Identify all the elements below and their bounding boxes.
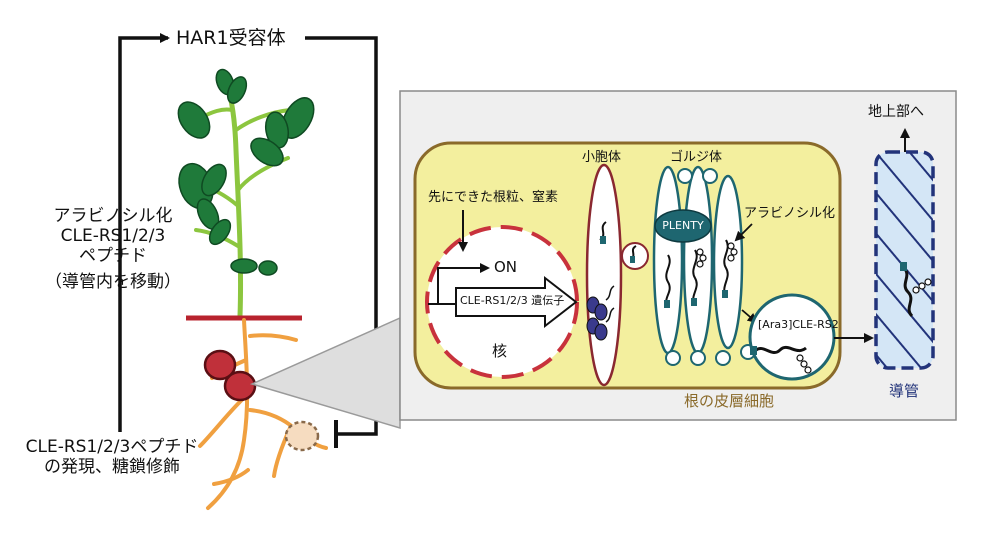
gene-block-arrow (455, 275, 578, 329)
expression-line: CLE-RS1/2/3ペプチド (25, 437, 199, 457)
leaf (208, 218, 232, 246)
signal-peptide-label: アラビノシル化 CLE-RS1/2/3 ペプチド （導管内を移動） (8, 206, 218, 292)
arabinose-sugar (696, 260, 704, 268)
endoplasmic-reticulum (585, 163, 623, 387)
peptide-tag (664, 300, 670, 308)
nascent-peptide (605, 307, 615, 323)
leaf (226, 76, 248, 104)
peptide-tag (750, 346, 757, 355)
plenty-label: PLENTY (662, 219, 704, 232)
golgi-vesicle (677, 168, 693, 184)
signal-peptide-line: ペプチド (79, 246, 147, 266)
signal-peptide-line: （導管内を移動） (45, 272, 181, 292)
arabinose-sugar (804, 366, 812, 374)
receptor-label: HAR1受容体 (176, 27, 286, 49)
systemic-signalling-loop (118, 33, 378, 448)
promoter-arrow (437, 263, 490, 304)
arabinose-chains (696, 242, 738, 268)
arabinosylation-label: アラビノシル化 (744, 206, 836, 221)
golgi-vesicle (702, 168, 718, 184)
leaf (230, 258, 258, 274)
arabinose-sugar (727, 242, 735, 250)
peptide-tag (630, 256, 635, 263)
ribosome (594, 303, 608, 321)
suppressed-nodule (284, 420, 320, 452)
plant-shoot (177, 68, 315, 319)
arabinosylation-pointer (734, 223, 753, 242)
arabinose-sugar (924, 278, 932, 286)
signal-peptide-line: アラビノシル化 (53, 206, 173, 226)
cell-label: 根の皮層細胞 (684, 392, 775, 410)
peptide-tag (691, 298, 697, 306)
golgi-cisterna (712, 174, 744, 350)
root-nodule (203, 349, 237, 381)
golgi-cisterna (682, 165, 714, 355)
ribosome-group (586, 296, 608, 341)
leaf (250, 137, 284, 167)
golgi-vesicle (665, 350, 681, 366)
vesicle-label: [Ara3]CLE-RS2 (758, 318, 839, 331)
ribosome (594, 323, 608, 341)
root-nodule (223, 370, 257, 402)
golgi-cisterna (652, 165, 684, 355)
golgi-vesicle (690, 350, 706, 366)
arabinose-sugar (696, 248, 704, 256)
gene-label: CLE-RS1/2/3 遺伝子 (460, 294, 565, 307)
peptide-tag (900, 262, 907, 271)
leaf (264, 111, 290, 149)
lateral-root (248, 333, 298, 342)
on-label: ON (494, 258, 518, 276)
peptide-tag (600, 236, 606, 244)
nucleus-label: 核 (492, 342, 508, 360)
mature-peptide (755, 345, 807, 355)
transcription-start (428, 263, 490, 305)
xylem-vessel (874, 150, 935, 370)
trigger-label: 先にできた根粒、窒素 (428, 190, 559, 205)
arabinose-sugar (918, 282, 926, 290)
taproot (206, 318, 250, 510)
golgi-vesicle (715, 350, 731, 366)
peptide-chain (665, 254, 671, 307)
xylem-label: 導管 (889, 382, 920, 400)
er-label: 小胞体 (582, 150, 622, 165)
lateral-root (212, 468, 250, 486)
peptide-chain (723, 239, 729, 297)
arabinose-sugar (912, 286, 920, 294)
leaf (177, 101, 211, 139)
expression-line: の発現、糖鎖修飾 (44, 457, 180, 477)
arabinose-sugar (699, 254, 707, 262)
root-system (198, 318, 328, 510)
branch-stem (234, 108, 292, 132)
golgi-vesicles (665, 168, 756, 366)
nodule-group (203, 349, 320, 452)
upward-signal-arrow (118, 33, 170, 432)
plenty-enzyme (654, 209, 712, 243)
peptide-tag (722, 290, 728, 298)
arabinose-sugar (727, 254, 735, 262)
leaf (258, 260, 278, 276)
peptide-chain (692, 249, 698, 305)
expression-label: CLE-RS1/2/3ペプチド の発現、糖鎖修飾 (14, 437, 210, 477)
arabinose-sugar (730, 248, 738, 256)
inhibition-line (305, 36, 378, 436)
arabinose-sugar (800, 360, 808, 368)
arabinose-chains (912, 278, 932, 294)
arabinose-sugar (796, 354, 804, 362)
signal-peptide-line: CLE-RS1/2/3 (60, 226, 166, 246)
golgi-peptides (665, 239, 729, 307)
nascent-peptide (605, 285, 615, 301)
golgi-label: ゴルジ体 (670, 150, 723, 165)
secretory-vesicle (748, 293, 836, 381)
xylem-peptide (902, 266, 914, 318)
xylem-top-label: 地上部へ (868, 104, 924, 120)
leaf (201, 163, 227, 197)
arabinose-chains (796, 354, 812, 374)
